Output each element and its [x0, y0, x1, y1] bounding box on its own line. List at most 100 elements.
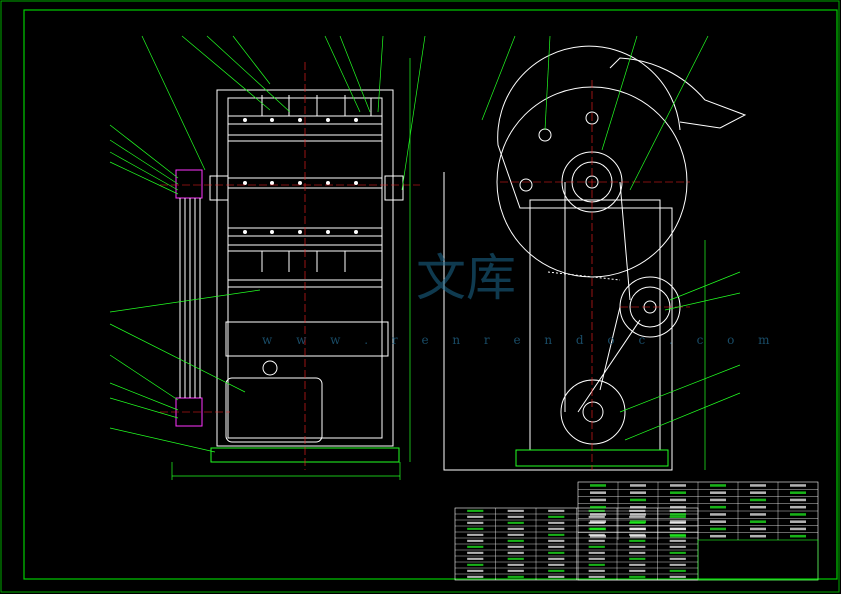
cell-mark: [790, 498, 806, 502]
cell-mark: [629, 563, 646, 566]
bolt-c: [519, 178, 533, 192]
cell-mark: [507, 545, 524, 548]
cell-mark: [630, 520, 646, 523]
cell-mark: [790, 534, 806, 538]
cell-mark: [590, 513, 606, 516]
cell-mark: [467, 551, 484, 554]
cell-mark: [790, 513, 806, 516]
cell-mark: [670, 491, 686, 494]
cell-mark: [710, 484, 726, 487]
cell-mark: [467, 533, 484, 536]
cell-mark: [590, 484, 606, 487]
cell-mark: [750, 534, 766, 538]
cell-mark: [630, 491, 646, 494]
cell-mark: [507, 533, 524, 536]
cell-mark: [670, 484, 686, 487]
cell-mark: [710, 520, 726, 523]
cell-mark: [548, 527, 565, 530]
cell-mark: [669, 563, 686, 566]
cell-mark: [669, 569, 686, 572]
inner-border: [23, 9, 838, 580]
cell-mark: [670, 505, 686, 509]
cell-mark: [467, 575, 484, 578]
side-centerlines: [500, 80, 690, 470]
cell-mark: [507, 515, 524, 518]
cell-mark: [548, 515, 565, 518]
cell-mark: [507, 521, 524, 524]
cell-mark: [790, 505, 806, 509]
hopper: [225, 321, 389, 357]
cell-mark: [669, 557, 686, 560]
cell-mark: [629, 533, 646, 536]
cell-mark: [507, 575, 524, 578]
cell-mark: [630, 505, 646, 509]
front-centerlines: [160, 62, 420, 470]
cell-mark: [467, 563, 484, 566]
cell-mark: [548, 569, 565, 572]
cell-mark: [588, 557, 605, 560]
cell-mark: [588, 539, 605, 542]
cell-mark: [590, 491, 606, 494]
cell-mark: [710, 505, 726, 509]
cell-mark: [629, 515, 646, 518]
cell-mark: [588, 569, 605, 572]
cell-mark: [467, 527, 484, 530]
cell-mark: [588, 515, 605, 518]
cell-mark: [588, 533, 605, 536]
feed-chute: [609, 57, 747, 129]
bolt-set: [243, 118, 358, 234]
cell-mark: [588, 551, 605, 554]
bolt-a: [538, 128, 552, 142]
cell-mark: [670, 534, 686, 538]
cell-mark: [710, 534, 726, 538]
cell-mark: [548, 521, 565, 524]
cell-mark: [467, 539, 484, 542]
hammer-row-bottom: [261, 251, 346, 272]
cell-mark: [507, 539, 524, 542]
cell-mark: [548, 545, 565, 548]
cell-mark: [588, 563, 605, 566]
cell-mark: [507, 551, 524, 554]
cell-mark: [669, 539, 686, 542]
cell-mark: [588, 575, 605, 578]
cell-mark: [669, 551, 686, 554]
front-view: [175, 89, 404, 463]
watermark-text: 文库: [416, 249, 516, 307]
cell-mark: [467, 521, 484, 524]
cell-mark: [629, 557, 646, 560]
title-block-grid: [455, 482, 818, 580]
cell-mark: [710, 498, 726, 502]
cell-mark: [548, 509, 565, 512]
gear-rack: [547, 271, 621, 281]
cell-mark: [629, 551, 646, 554]
cell-mark: [630, 498, 646, 502]
cell-mark: [467, 557, 484, 560]
cell-mark: [590, 527, 606, 531]
cell-mark: [467, 545, 484, 548]
cell-mark: [670, 513, 686, 516]
cell-mark: [750, 513, 766, 516]
bearing-right: [384, 175, 404, 201]
cell-mark: [548, 551, 565, 554]
cell-mark: [750, 491, 766, 494]
side-housing: [443, 45, 681, 471]
motor-pulley: [560, 379, 626, 445]
cell-mark: [670, 498, 686, 502]
cell-mark: [629, 575, 646, 578]
cell-mark: [710, 527, 726, 531]
cell-mark: [629, 539, 646, 542]
cell-mark: [669, 575, 686, 578]
cell-mark: [630, 534, 646, 538]
cell-mark: [467, 509, 484, 512]
cell-mark: [750, 498, 766, 502]
front-leader-lines: [109, 35, 426, 480]
cell-mark: [588, 545, 605, 548]
cell-mark: [630, 527, 646, 531]
cell-mark: [710, 513, 726, 516]
cell-mark: [590, 498, 606, 502]
cell-mark: [507, 509, 524, 512]
cell-mark: [670, 520, 686, 523]
side-leader-lines: [481, 35, 741, 470]
